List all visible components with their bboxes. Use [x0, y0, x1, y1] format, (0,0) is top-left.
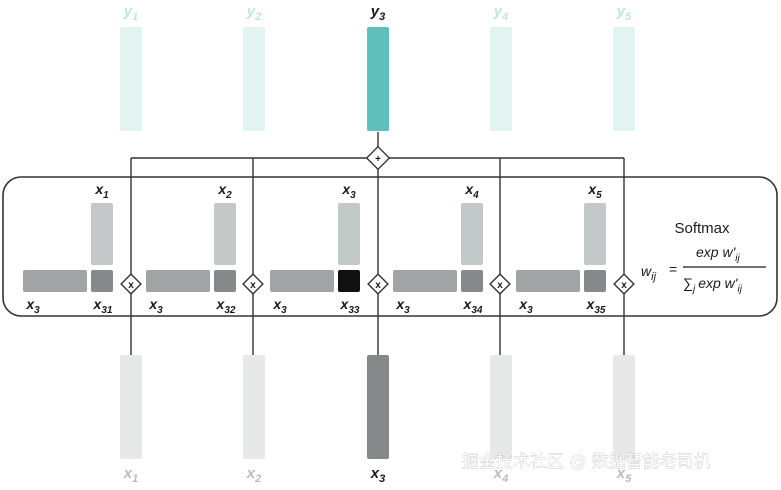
output-vector-label: y3 — [370, 3, 385, 23]
score-square — [214, 270, 236, 292]
output-vector-label: y4 — [493, 3, 508, 23]
svg-text:x: x — [375, 280, 381, 291]
multiply-operator: x — [242, 273, 264, 295]
key-label: x3 — [341, 181, 356, 201]
weighting-block: x5 x3 x35 — [516, 181, 606, 316]
score-label: x32 — [216, 296, 236, 316]
output-vectors: y1 y2 y3 y4 y5 — [120, 3, 635, 131]
score-label: x31 — [93, 296, 113, 316]
score-label: x33 — [340, 296, 360, 316]
svg-text:x: x — [250, 280, 256, 291]
input-vectors: x1 x2 x3 x4 x5 — [120, 355, 635, 485]
operators: x x x x x + — [120, 145, 635, 295]
key-label: x5 — [587, 181, 602, 201]
weighting-block: x3 x3 x33 — [270, 181, 360, 316]
watermark-text: 掘金技术社区 @ 数据智能老司机 — [462, 452, 711, 472]
input-vector-bar — [367, 355, 389, 459]
key-label: x2 — [217, 181, 232, 201]
key-vector-bar — [91, 203, 113, 265]
query-vector-bar — [393, 270, 457, 292]
output-vector-bar — [243, 27, 265, 131]
key-vector-bar — [461, 203, 483, 265]
multiply-operator: x — [613, 273, 635, 295]
multiply-operator: x — [120, 273, 142, 295]
softmax-numerator: exp w'ij — [696, 244, 740, 264]
input-vector-bar — [243, 355, 265, 459]
score-label: x34 — [463, 296, 483, 316]
query-vector-bar — [146, 270, 210, 292]
query-label: x3 — [148, 296, 163, 316]
weighting-block: x2 x3 x32 — [146, 181, 236, 316]
weighting-block: x4 x3 x34 — [393, 181, 483, 316]
query-vector-bar — [270, 270, 334, 292]
svg-text:x: x — [128, 280, 134, 291]
output-vector-label: y1 — [123, 3, 138, 23]
key-vector-bar — [584, 203, 606, 265]
key-vector-bar — [338, 203, 360, 265]
output-vector-bar — [367, 27, 389, 131]
output-vector-label: y5 — [616, 3, 632, 23]
score-label: x35 — [586, 296, 606, 316]
input-vector-label: x4 — [493, 465, 508, 485]
weighting-block: x1 x3 x31 — [23, 181, 113, 316]
multiply-operator: x — [367, 273, 389, 295]
svg-text:+: + — [375, 154, 381, 165]
weighting-blocks: x1 x3 x31 x2 x3 x32 x3 x3 x33 x4 x3 x34 x5 x3 x35 — [23, 181, 606, 316]
output-vector-label: y2 — [246, 3, 261, 23]
output-vector-bar — [613, 27, 635, 131]
svg-text:x: x — [621, 280, 627, 291]
score-square — [584, 270, 606, 292]
output-vector-bar — [120, 27, 142, 131]
softmax-equals: = — [669, 261, 677, 277]
input-vector-bar — [613, 355, 635, 459]
attention-panel — [2, 176, 778, 317]
input-vector-label: x3 — [370, 465, 385, 485]
input-vector-bar — [490, 355, 512, 459]
score-square — [338, 270, 360, 292]
query-label: x3 — [395, 296, 410, 316]
input-vector-label: x1 — [123, 465, 138, 485]
input-vector-bar — [120, 355, 142, 459]
key-vector-bar — [214, 203, 236, 265]
svg-text:x: x — [497, 280, 503, 291]
multiply-operator: x — [489, 273, 511, 295]
query-label: x3 — [25, 296, 40, 316]
key-label: x1 — [94, 181, 109, 201]
query-vector-bar — [516, 270, 580, 292]
output-vector-bar — [490, 27, 512, 131]
input-vector-label: x5 — [616, 465, 632, 485]
score-square — [461, 270, 483, 292]
query-label: x3 — [518, 296, 533, 316]
query-label: x3 — [272, 296, 287, 316]
query-vector-bar — [23, 270, 87, 292]
key-label: x4 — [464, 181, 479, 201]
softmax-title: Softmax — [674, 220, 730, 237]
softmax-lhs: wij — [641, 263, 657, 283]
score-square — [91, 270, 113, 292]
sum-operator: + — [365, 145, 391, 171]
input-vector-label: x2 — [246, 465, 261, 485]
